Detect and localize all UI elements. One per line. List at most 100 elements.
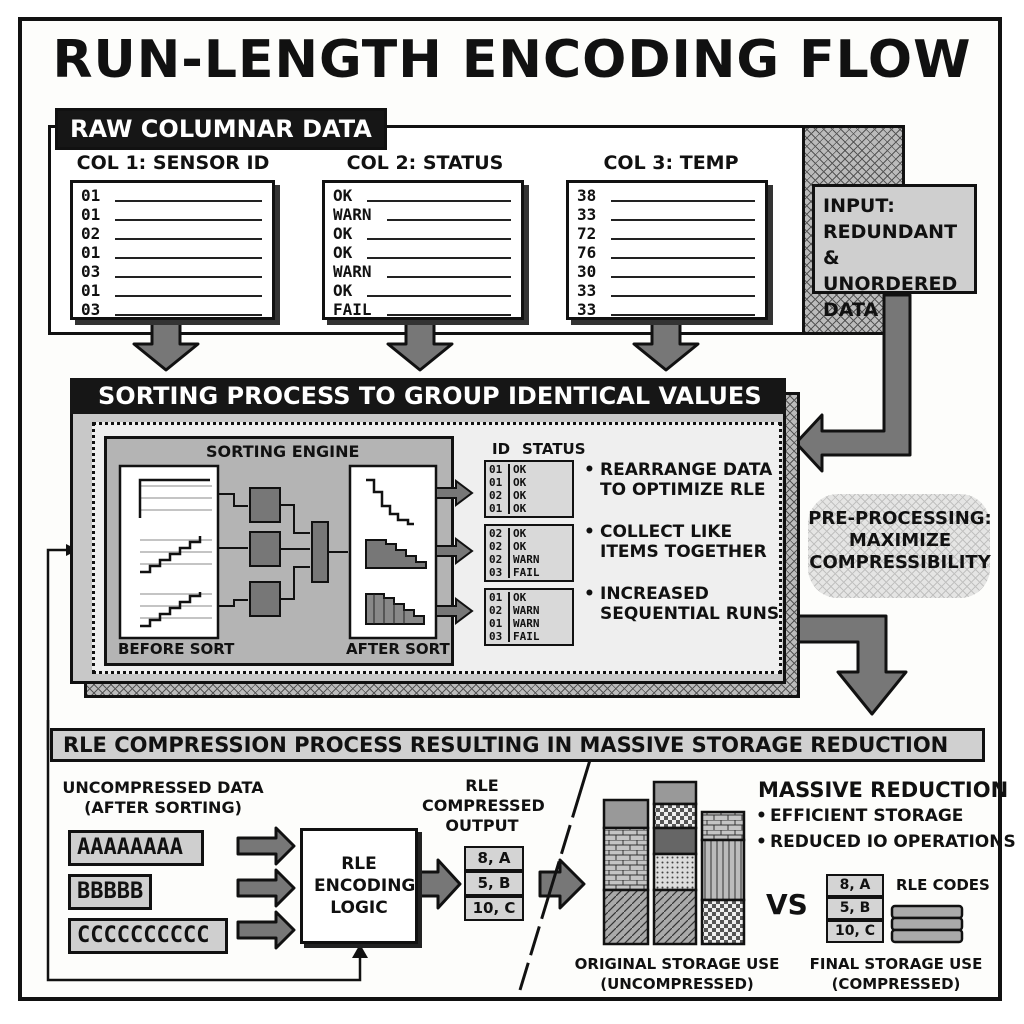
preprocessing-smudge (808, 494, 990, 598)
blank-line (611, 257, 755, 259)
rle-output-code: 5, B (464, 871, 524, 896)
bullet-dot-icon: • (756, 832, 767, 852)
column-value: 72 (577, 224, 597, 243)
column-row: 03 (81, 262, 264, 282)
blank-line (367, 200, 511, 202)
column-value: 38 (577, 186, 597, 205)
blank-line (611, 219, 755, 221)
status-column-header: STATUS (522, 440, 586, 458)
preprocessing-note: PRE-PROCESSING: MAXIMIZE COMPRESSIBILITY (808, 508, 992, 573)
rle-logic-label: RLE ENCODING LOGIC (314, 854, 416, 918)
group-id: 02 (489, 527, 503, 540)
sorting-bullet: •REARRANGE DATA TO OPTIMIZE RLE (584, 460, 790, 500)
bullet-text: EFFICIENT STORAGE (770, 806, 964, 826)
column-row: OK (333, 224, 513, 244)
blank-line (115, 219, 262, 221)
bullet-dot-icon: • (584, 584, 595, 604)
column-row: 76 (577, 243, 757, 263)
group-id: 02 (489, 540, 503, 553)
column-value: 33 (577, 281, 597, 300)
group-id: 01 (489, 591, 503, 604)
column-row: FAIL (333, 300, 513, 320)
after-sort-label: AFTER SORT (346, 640, 450, 658)
column-title: COL 1: SENSOR ID (76, 152, 270, 174)
column-row: 33 (577, 300, 757, 320)
group-status: OK (513, 540, 527, 553)
right-arrow-icon (236, 826, 296, 866)
group-status: OK (513, 476, 527, 489)
group-divider (508, 528, 510, 578)
group-divider (508, 464, 510, 514)
blank-line (115, 314, 262, 316)
final-code: 5, B (826, 897, 884, 920)
column-row: 01 (81, 243, 264, 263)
column-value: OK (333, 243, 353, 262)
column-row: 38 (577, 186, 757, 206)
blank-line (387, 219, 511, 221)
column-value: WARN (333, 262, 372, 281)
right-arrow-icon (236, 910, 296, 950)
uncompressed-run: CCCCCCCCCC (68, 918, 228, 954)
group-status: OK (513, 463, 527, 476)
group-id: 01 (489, 502, 503, 515)
group-id: 01 (489, 476, 503, 489)
group-status: OK (513, 527, 527, 540)
final-code: 8, A (826, 874, 884, 897)
reduction-title: MASSIVE REDUCTION (758, 778, 1009, 802)
column-row: OK (333, 281, 513, 301)
blank-line (115, 257, 262, 259)
reduction-bullet: •EFFICIENT STORAGE (756, 806, 963, 826)
bullet-text: COLLECT LIKE ITEMS TOGETHER (600, 522, 767, 562)
column-row: OK (333, 186, 513, 206)
blank-line (611, 314, 755, 316)
column-row: 02 (81, 224, 264, 244)
column-row: WARN (333, 205, 513, 225)
blank-line (611, 200, 755, 202)
group-id: 02 (489, 489, 503, 502)
blank-line (611, 238, 755, 240)
original-storage-label: ORIGINAL STORAGE USE (UNCOMPRESSED) (574, 955, 780, 993)
column-value: WARN (333, 205, 372, 224)
down-arrow-icon (632, 320, 700, 372)
column-value: OK (333, 186, 353, 205)
divider-slash (518, 759, 592, 991)
blank-line (387, 276, 511, 278)
column-row: WARN (333, 262, 513, 282)
group-status: WARN (513, 553, 540, 566)
blank-line (367, 295, 511, 297)
rle-logic-box: RLE ENCODING LOGIC (300, 828, 418, 944)
column-value: 30 (577, 262, 597, 281)
group-id: 03 (489, 630, 503, 643)
uncompressed-label: UNCOMPRESSED DATA (AFTER SORTING) (62, 778, 264, 817)
blank-line (611, 276, 755, 278)
group-id: 03 (489, 566, 503, 579)
feedback-line (46, 548, 362, 982)
id-column-header: ID (492, 440, 511, 458)
column-value: OK (333, 224, 353, 243)
vs-label: VS (766, 888, 808, 921)
bullet-text: REARRANGE DATA TO OPTIMIZE RLE (600, 460, 773, 500)
group-status: WARN (513, 617, 540, 630)
page-title: RUN-LENGTH ENCODING FLOW (52, 30, 972, 90)
bullet-text: REDUCED IO OPERATIONS (770, 832, 1016, 852)
bullet-dot-icon: • (756, 806, 767, 826)
down-arrow-icon (788, 614, 908, 716)
column-row: 01 (81, 281, 264, 301)
sorting-bullet: •COLLECT LIKE ITEMS TOGETHER (584, 522, 790, 562)
column-value: 01 (81, 281, 101, 300)
column-value: 01 (81, 186, 101, 205)
input-note-text: INPUT: REDUNDANT & UNORDERED DATA (823, 195, 958, 321)
column-row: 01 (81, 205, 264, 225)
